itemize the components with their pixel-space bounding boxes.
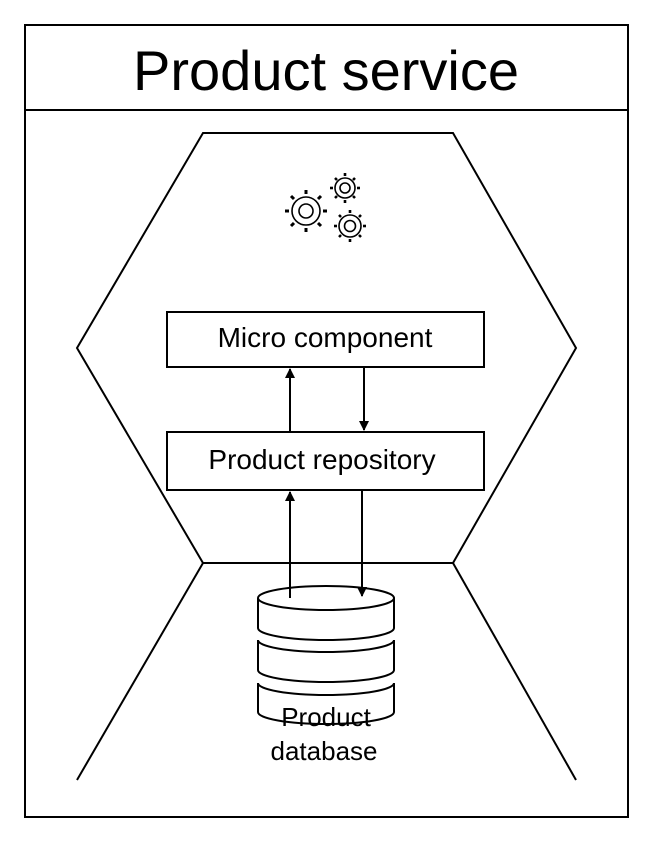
micro-component-node: Micro component — [166, 311, 485, 368]
database-label-line1: Product — [281, 702, 371, 732]
product-repository-node: Product repository — [166, 431, 485, 491]
database-icon — [257, 585, 395, 725]
lower-left-edge — [76, 562, 204, 781]
gears-icon — [285, 173, 366, 242]
service-frame — [24, 24, 629, 818]
lower-right-edge — [452, 562, 577, 781]
service-title: Product service — [133, 39, 519, 102]
database-label-line2: database — [271, 736, 378, 766]
micro-component-label: Micro component — [218, 322, 433, 353]
product-repository-label: Product repository — [208, 444, 435, 475]
